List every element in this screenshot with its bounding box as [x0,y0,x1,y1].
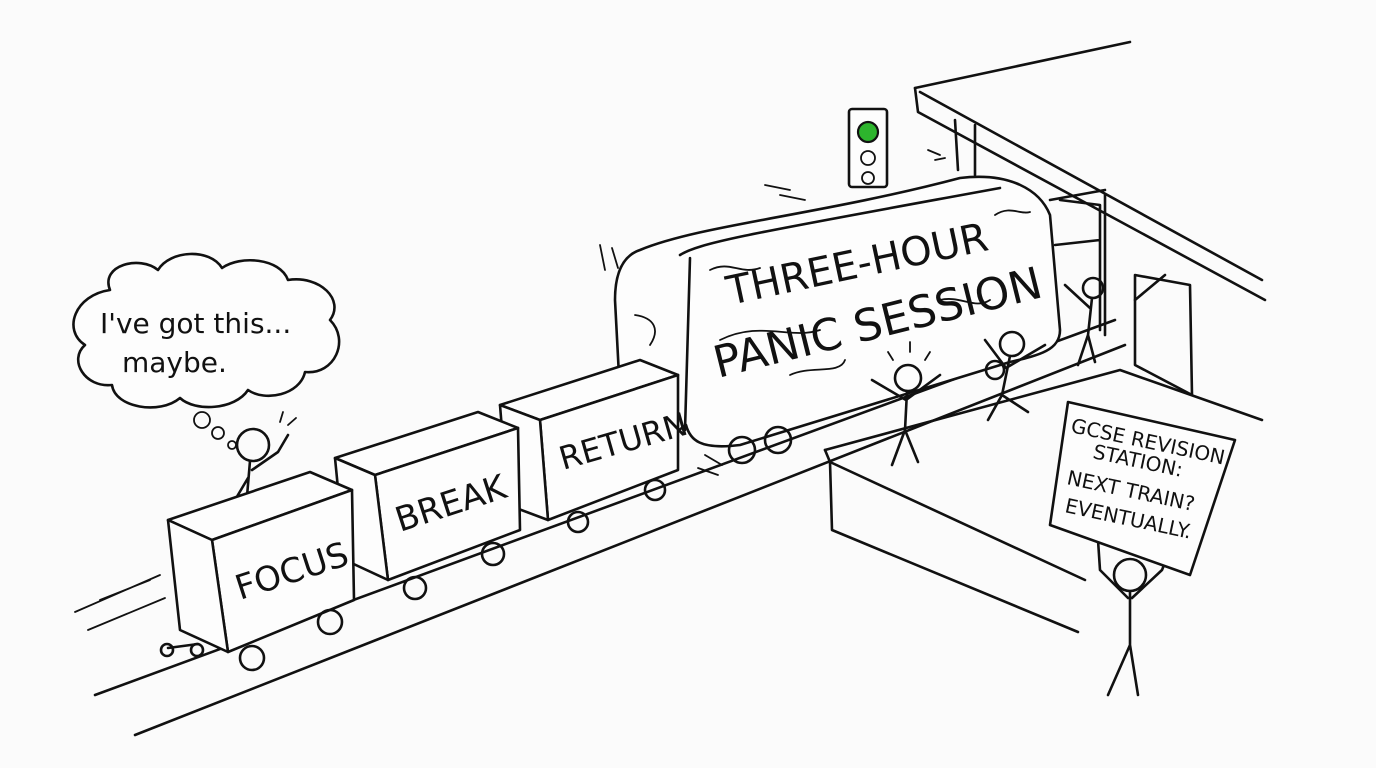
platform [823,368,1264,634]
station-stick-figure [1063,276,1105,367]
sign-holder-stick-figure [1096,538,1170,697]
signal-light-icon [861,171,875,185]
wagon-break: BREAK [333,410,522,601]
signal-green-light-icon [856,120,880,144]
wagon-return: RETURN [498,358,692,534]
pushing-stick-figure [983,330,1047,422]
signal-light-icon [860,150,876,166]
traffic-signal [847,107,889,189]
panic-boulder: THREE-HOUR PANIC SESSION [599,175,1062,476]
wagon-focus: FOCUS [159,470,356,672]
thought-bubble: I've got this... maybe. [72,252,341,450]
thought-line-2: maybe. [122,346,227,379]
thought-line-1: I've got this... [100,307,291,340]
cheering-stick-figure [870,341,942,467]
station-sign: GCSE REVISION STATION: NEXT TRAIN? EVENT… [1048,400,1237,577]
